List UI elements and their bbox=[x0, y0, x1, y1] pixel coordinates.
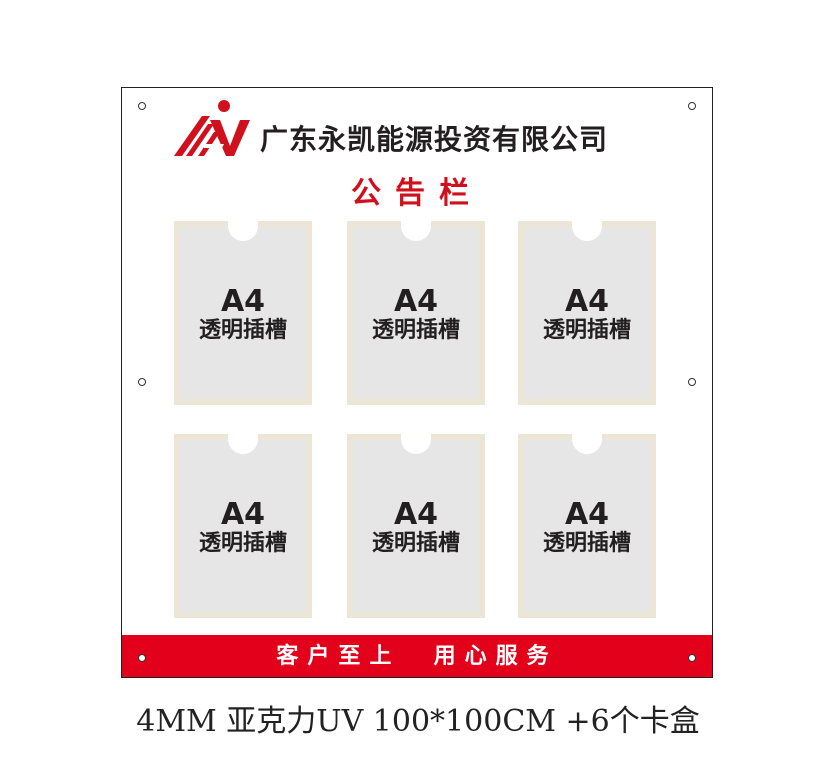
slot-label: 透明插槽 bbox=[371, 531, 460, 556]
document-slot: A4 透明插槽 bbox=[347, 221, 485, 405]
slot-size: A4 bbox=[393, 497, 439, 532]
slot-notch bbox=[401, 221, 431, 241]
mounting-hole-icon bbox=[138, 102, 146, 110]
slot-label: 透明插槽 bbox=[542, 531, 631, 556]
document-slot: A4 透明插槽 bbox=[347, 434, 485, 618]
slot-label: 透明插槽 bbox=[198, 531, 287, 556]
slot-size: A4 bbox=[564, 284, 610, 319]
mounting-hole-icon bbox=[688, 378, 696, 386]
slot-notch bbox=[228, 221, 258, 241]
slot-label: 透明插槽 bbox=[198, 318, 287, 343]
product-caption: 4MM 亚克力UV 100*100CM +6个卡盒 bbox=[136, 704, 700, 739]
mounting-hole-icon bbox=[688, 654, 696, 662]
document-slot: A4 透明插槽 bbox=[518, 221, 656, 405]
mounting-hole-icon bbox=[138, 654, 146, 662]
slot-size: A4 bbox=[564, 497, 610, 532]
slot-size: A4 bbox=[220, 497, 266, 532]
company-logo-icon bbox=[174, 100, 250, 156]
slot-notch bbox=[401, 434, 431, 454]
slot-notch bbox=[228, 434, 258, 454]
slot-notch bbox=[572, 434, 602, 454]
slot-size: A4 bbox=[393, 284, 439, 319]
document-slot: A4 透明插槽 bbox=[174, 434, 312, 618]
footer-slogan: 客户至上 用心服务 bbox=[122, 635, 712, 677]
notice-title: 公告栏 bbox=[351, 176, 483, 211]
slot-label: 透明插槽 bbox=[371, 318, 460, 343]
slot-notch bbox=[572, 221, 602, 241]
notice-board: 广东永凯能源投资有限公司 公告栏 A4 透明插槽 A4 透明插槽 A4 透明插槽… bbox=[121, 87, 713, 678]
document-slot: A4 透明插槽 bbox=[174, 221, 312, 405]
mounting-hole-icon bbox=[688, 102, 696, 110]
document-slot: A4 透明插槽 bbox=[518, 434, 656, 618]
slot-label: 透明插槽 bbox=[542, 318, 631, 343]
mounting-hole-icon bbox=[138, 378, 146, 386]
slot-size: A4 bbox=[220, 284, 266, 319]
company-name: 广东永凯能源投资有限公司 bbox=[260, 123, 609, 156]
